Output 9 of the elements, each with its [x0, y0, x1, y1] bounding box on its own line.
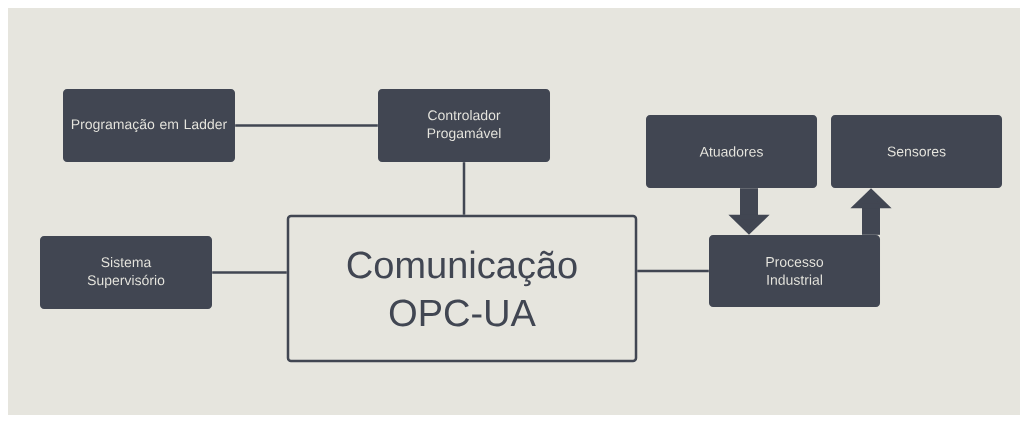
process-box: Programação em Ladder	[63, 89, 235, 162]
communication-box: Comunicação OPC-UA	[286, 214, 638, 363]
connector-line	[462, 162, 466, 215]
connector-line	[637, 269, 709, 273]
connector-line	[235, 124, 378, 127]
process-box: Atuadores	[646, 115, 817, 188]
process-box: Controlador Progamável	[378, 89, 550, 162]
process-box: Sistema Supervisório	[40, 236, 212, 309]
connector-line	[212, 271, 287, 274]
